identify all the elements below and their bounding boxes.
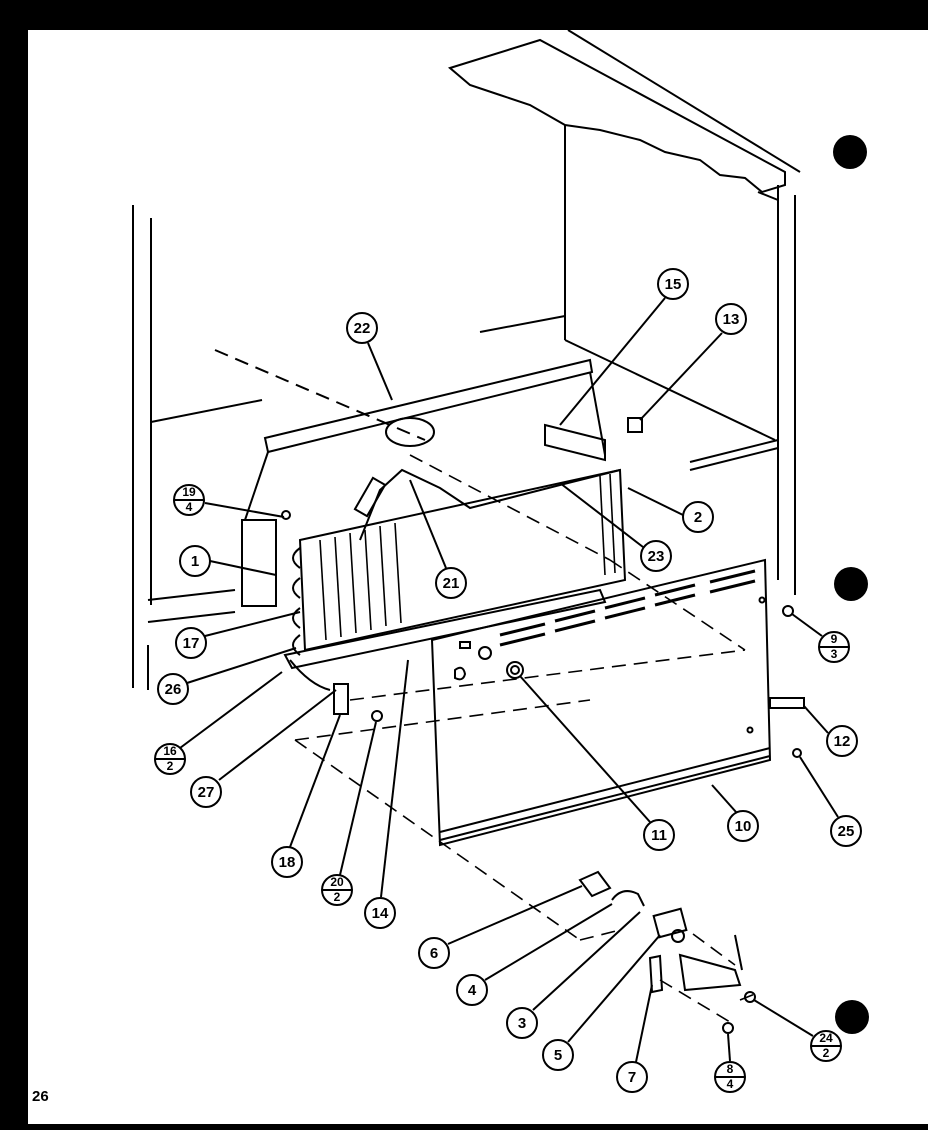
fraction-denominator: 2 [823,1046,830,1060]
callout-label: 2 [694,509,702,526]
callout-label: 17 [183,635,200,652]
fraction-callout-8-4: 8 4 [714,1033,746,1093]
section-marker-dot [834,567,868,601]
fraction-numerator: 20 [330,875,344,889]
callout-27: 27 [190,689,337,808]
fraction-denominator: 4 [186,500,193,514]
fraction-denominator: 2 [334,890,341,904]
callout-3: 3 [506,911,641,1039]
callout-12: 12 [803,705,858,757]
callout-17: 17 [175,611,301,659]
section-marker-dot [833,135,867,169]
section-marker-dot [835,1000,869,1034]
callout-label: 12 [834,733,851,750]
callout-5: 5 [542,934,661,1071]
callout-22: 22 [346,312,393,401]
callout-label: 26 [165,681,182,698]
callout-1: 1 [179,545,277,577]
callout-label: 3 [518,1015,526,1032]
callouts: 1 2 3 4 5 [154,268,862,1093]
fraction-callout-16-2: 16 2 [154,671,283,775]
fraction-callout-24-2: 24 2 [753,999,842,1062]
fraction-denominator: 4 [727,1077,734,1091]
callout-label: 10 [735,818,752,835]
fraction-numerator: 24 [819,1031,833,1045]
callout-11: 11 [519,675,675,851]
cabinet-outline [132,29,801,690]
fraction-numerator: 8 [727,1062,734,1076]
callout-label: 23 [648,548,665,565]
callout-label: 4 [468,982,477,999]
callout-label: 11 [651,827,667,844]
callout-label: 15 [665,276,682,293]
callout-label: 7 [628,1069,636,1086]
callout-label: 27 [198,784,215,801]
callout-25: 25 [799,756,862,847]
callout-2: 2 [627,487,714,533]
fraction-callout-9-3: 9 3 [791,613,850,663]
callout-6: 6 [418,885,583,969]
callout-15: 15 [559,268,689,426]
callout-26: 26 [157,647,297,705]
fraction-denominator: 2 [167,759,174,773]
callout-label: 22 [354,320,371,337]
callout-21: 21 [409,479,467,599]
front-panel [430,558,772,847]
page-number: 26 [32,1088,49,1105]
control-parts [281,510,802,1034]
callout-14: 14 [364,659,409,929]
callout-4: 4 [456,903,613,1006]
callout-label: 5 [554,1047,562,1064]
callout-label: 25 [838,823,855,840]
callout-7: 7 [616,984,653,1093]
callout-18: 18 [271,714,341,878]
callout-label: 21 [443,575,460,592]
fraction-numerator: 19 [182,485,196,499]
fraction-denominator: 3 [831,647,838,661]
fraction-callout-20-2: 20 2 [321,721,377,906]
fraction-numerator: 16 [163,744,177,758]
callout-23: 23 [559,482,672,572]
callout-label: 18 [279,854,296,871]
callout-label: 14 [372,905,389,922]
callout-label: 1 [191,553,199,570]
callout-13: 13 [639,303,747,421]
section-markers [833,135,869,1034]
callout-label: 13 [723,311,740,328]
callout-label: 6 [430,945,438,962]
fraction-numerator: 9 [831,632,838,646]
callout-10: 10 [711,784,759,842]
fraction-callout-19-4: 19 4 [173,484,285,518]
assembly-guide-lines [294,454,761,1026]
